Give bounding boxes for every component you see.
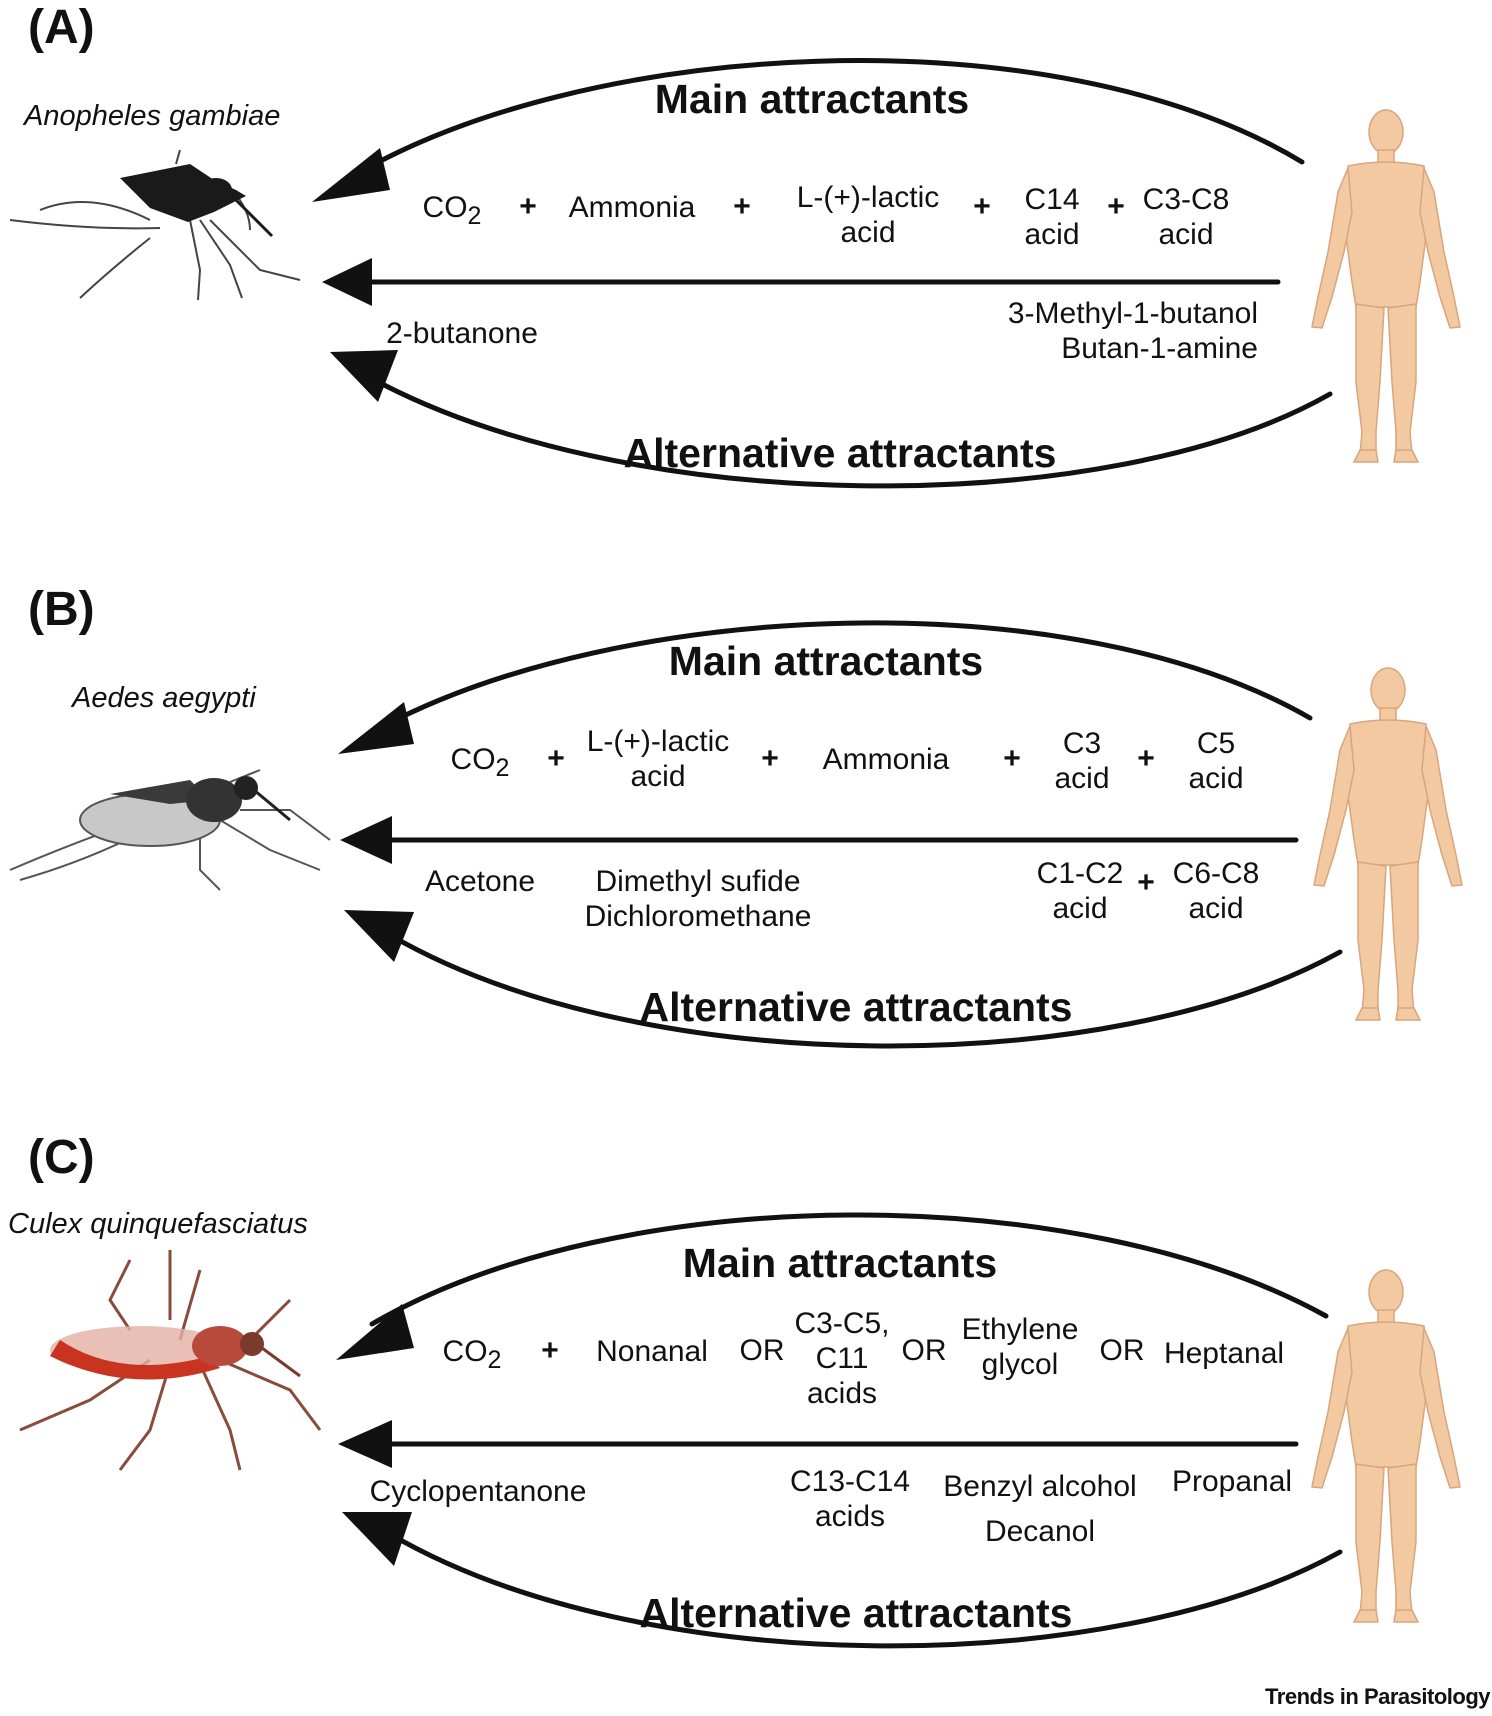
panel-a-label: (A): [28, 1, 95, 54]
panel-b-main-arrowhead: [338, 702, 414, 754]
panel-c-main-op-3: OR: [901, 1334, 947, 1367]
panel-a-alt-arrowhead: [330, 350, 398, 402]
panel-c-alt-term-1: Cyclopentanone: [369, 1475, 587, 1508]
panel-a-arrowheads: [312, 148, 398, 402]
panel-a-main-arrow: [347, 58, 1305, 181]
panel-b-alt-op-1: +: [1137, 866, 1155, 899]
panel-b-species: Aedes aegypti: [72, 682, 256, 714]
panel-a-main-term-2: Ammonia: [568, 191, 696, 224]
panel-a-main-term-5: C3-C8 acid: [1142, 183, 1230, 251]
mosquito-aedes-icon: [9, 769, 331, 891]
panel-b-middle-arrowhead: [340, 816, 392, 864]
panel-a-main-term-4: C14 acid: [1024, 183, 1080, 251]
panel-c-main-term-5: Heptanal: [1163, 1337, 1285, 1370]
panel-b-arrows: [377, 620, 1343, 1049]
panel-a-middle-arrowhead: [322, 258, 372, 306]
panel-c-alt-term-2: C13-C14 acids: [789, 1465, 911, 1533]
panel-c-main-arrow: [369, 1212, 1329, 1327]
panel-b-alt-heading: Alternative attractants: [639, 984, 1073, 1030]
panel-b-alt-term-2: Dimethyl sufide Dichloromethane: [584, 865, 812, 933]
panel-a-alt-arrow: [357, 369, 1333, 489]
panel-b-main-heading: Main attractants: [668, 638, 984, 684]
panel-c-arrows: [369, 1212, 1343, 1649]
panel-c-main-arrowhead: [336, 1304, 414, 1360]
panel-c-alt-arrow: [387, 1531, 1343, 1649]
panel-a-main-heading: Main attractants: [654, 76, 970, 122]
panel-a-main-op-2: +: [733, 190, 751, 223]
panel-b-main-term-1: CO2: [450, 743, 510, 782]
human-figure-c: [1311, 1269, 1461, 1623]
panel-c-alt-heading: Alternative attractants: [639, 1590, 1073, 1636]
panel-c-alt-term-4: Propanal: [1171, 1465, 1293, 1498]
panel-c-main-op-4: OR: [1099, 1334, 1145, 1367]
human-figure-b: [1313, 667, 1463, 1021]
mosquito-culex-icon: [19, 1250, 322, 1471]
panel-b-label: (B): [28, 583, 95, 636]
panel-b-alt-term-4: C6-C8 acid: [1172, 857, 1260, 925]
panel-c-alt-term-3: Benzyl alcohol Decanol: [943, 1470, 1137, 1548]
panel-c-species: Culex quinquefasciatus: [8, 1208, 308, 1240]
panel-b-main-term-3: Ammonia: [822, 743, 950, 776]
panel-c-main-heading: Main attractants: [682, 1240, 998, 1286]
panel-a-main-op-3: +: [973, 190, 991, 223]
panel-b-main-term-2: L-(+)-lactic acid: [586, 725, 730, 793]
panel-c-main-term-1: CO2: [442, 1335, 502, 1374]
panel-a-alt-term-1: 2-butanone: [386, 317, 538, 350]
panel-a-alt-heading: Alternative attractants: [623, 430, 1057, 476]
panel-b-main-term-5: C5 acid: [1188, 727, 1244, 795]
panel-a-main-arrowhead: [312, 148, 390, 202]
panel-c-alt-arrowhead: [342, 1512, 412, 1566]
mosquito-anopheles-icon: [9, 149, 301, 301]
panel-c-main-op-2: OR: [739, 1334, 785, 1367]
panel-a-main-op-4: +: [1107, 190, 1125, 223]
panel-c-main-term-4: Ethylene glycol: [961, 1313, 1079, 1381]
panel-a-alt-term-2: 3-Methyl-1-butanol Butan-1-amine: [1007, 297, 1258, 365]
panel-b-main-op-4: +: [1137, 742, 1155, 775]
panel-a-main-op-1: +: [519, 190, 537, 223]
panel-c-arrowheads: [336, 1304, 414, 1566]
panel-a-arrows: [347, 58, 1333, 489]
panel-b-arrowheads: [338, 702, 414, 962]
panel-b-main-op-1: +: [547, 742, 565, 775]
panel-b-main-op-3: +: [1003, 742, 1021, 775]
human-figure-a: [1311, 109, 1461, 463]
panel-b-main-arrow: [377, 620, 1313, 731]
panel-c-main-term-3: C3-C5, C11 acids: [794, 1307, 890, 1410]
panel-b-main-op-2: +: [761, 742, 779, 775]
panel-a-main-term-3: L-(+)-lactic acid: [796, 181, 940, 249]
panel-b-alt-arrow: [387, 932, 1343, 1049]
panel-c-middle-arrowhead: [338, 1420, 392, 1468]
panel-b-alt-term-3: C1-C2 acid: [1036, 857, 1124, 925]
panel-b-alt-term-1: Acetone: [424, 865, 536, 898]
panel-a-main-term-1: CO2: [422, 191, 482, 230]
panel-b-alt-arrowhead: [344, 910, 414, 962]
panel-c-label: (C): [28, 1131, 95, 1184]
panel-a-species: Anopheles gambiae: [24, 100, 281, 132]
panel-c-main-term-2: Nonanal: [596, 1335, 708, 1368]
panel-c-main-op-1: +: [541, 1334, 559, 1367]
panel-b-main-term-4: C3 acid: [1054, 727, 1110, 795]
journal-credit: Trends in Parasitology: [1265, 1684, 1490, 1709]
